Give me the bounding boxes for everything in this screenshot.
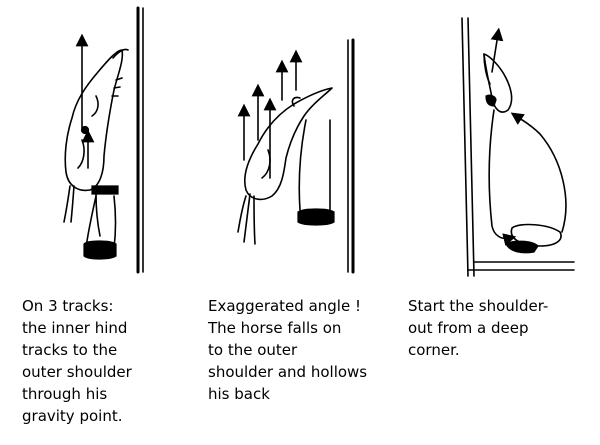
arena-wall-2 [347, 38, 355, 274]
caption-line: the inner hind [22, 319, 128, 337]
arena-wall-1 [136, 6, 144, 274]
caption-line: corner. [408, 341, 460, 359]
panel-3-illustration [461, 17, 575, 277]
panel-1-illustration [63, 6, 144, 274]
horse-body-1 [63, 48, 129, 237]
direction-arrows-2 [237, 49, 303, 179]
caption-panel-1: On 3 tracks: the inner hind tracks to th… [22, 295, 132, 427]
caption-line: shoulder and hollows [208, 363, 368, 381]
caption-panel-3: Start the shoulder- out from a deep corn… [408, 295, 548, 361]
caption-line: Exaggerated angle ! [208, 297, 361, 315]
arena-corner [461, 17, 575, 277]
caption-line: gravity point. [22, 407, 123, 425]
caption-line: his back [208, 385, 270, 403]
horse-start-position [483, 53, 513, 113]
caption-line: to the outer [208, 341, 298, 359]
caption-panel-2: Exaggerated angle ! The horse falls on t… [208, 295, 367, 405]
caption-line: outer shoulder [22, 363, 132, 381]
caption-line: out from a deep [408, 319, 529, 337]
horse-corner-position [505, 223, 562, 254]
caption-line: On 3 tracks: [22, 297, 114, 315]
caption-line: The horse falls on [208, 319, 342, 337]
path-arrows [488, 27, 567, 246]
caption-line: Start the shoulder- [408, 297, 549, 315]
horse-body-2 [237, 87, 335, 245]
horse-tracks-2 [298, 119, 331, 211]
panel-2-illustration [237, 38, 355, 274]
caption-line: through his [22, 385, 108, 403]
horse-tracks-1 [83, 195, 117, 260]
caption-line: tracks to the [22, 341, 118, 359]
direction-arrows-1 [75, 33, 95, 169]
